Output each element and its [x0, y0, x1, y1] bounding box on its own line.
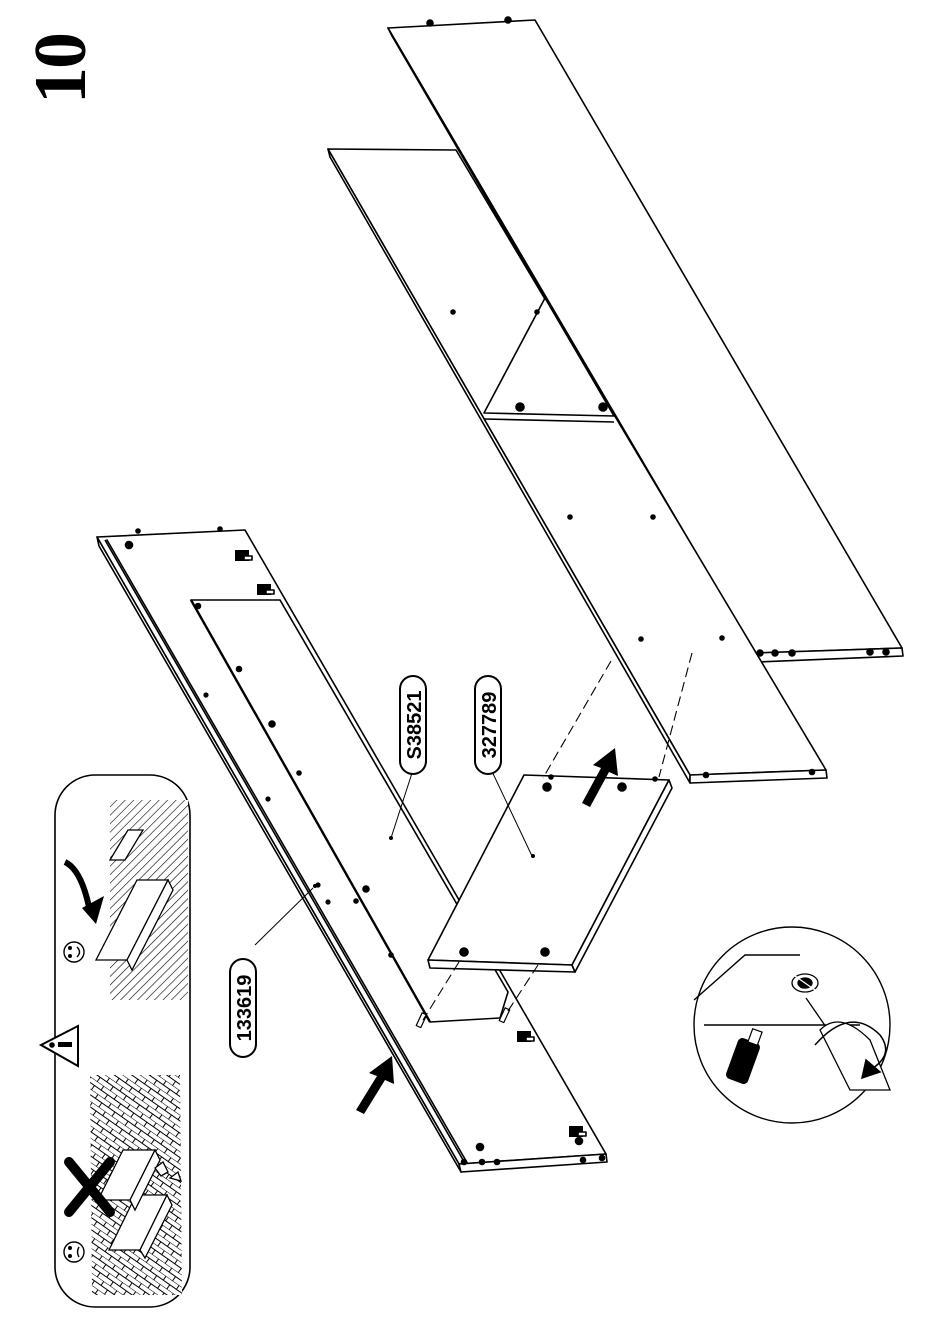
cam-fitting: [792, 974, 818, 992]
smiley-face-icon: [64, 942, 84, 962]
warning-panel: [41, 775, 190, 1307]
part-label-shelf: 327789: [474, 675, 502, 775]
detail-inset: [694, 927, 890, 1123]
shelf-327789: [428, 775, 672, 972]
sad-face-icon: [64, 1242, 84, 1262]
part-label-back-panel: S38521: [399, 675, 427, 775]
part-label-rail: 133619: [229, 958, 257, 1058]
